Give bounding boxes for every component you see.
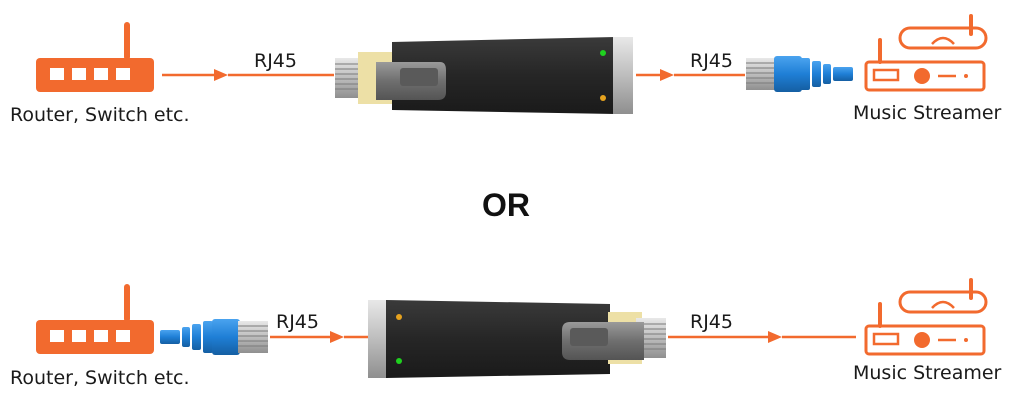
link-out-label-top: RJ45 xyxy=(690,50,733,72)
network-isolator-device xyxy=(335,37,633,114)
or-separator: OR xyxy=(482,187,530,223)
led-green xyxy=(396,358,402,364)
source-label-bottom: Router, Switch etc. xyxy=(10,367,190,389)
target-label-bottom: Music Streamer xyxy=(853,362,1002,384)
target-label-top: Music Streamer xyxy=(853,102,1002,124)
arrow-router-to-device xyxy=(270,331,368,343)
arrow-device-to-streamer xyxy=(636,69,745,81)
led-green xyxy=(600,50,606,56)
arrow-device-to-streamer xyxy=(668,331,856,343)
rj45-cable-icon xyxy=(160,319,268,355)
link-out-label-bottom: RJ45 xyxy=(690,311,733,333)
music-streamer-icon xyxy=(864,278,988,356)
led-amber xyxy=(600,95,606,101)
link-in-label-top: RJ45 xyxy=(254,50,297,72)
music-streamer-icon xyxy=(864,14,988,92)
router-icon xyxy=(36,284,154,354)
led-amber xyxy=(396,314,402,320)
source-label-top: Router, Switch etc. xyxy=(10,104,190,126)
network-isolator-device xyxy=(368,300,666,378)
link-in-label-bottom: RJ45 xyxy=(276,311,319,333)
rj45-cable-icon xyxy=(746,56,853,92)
router-icon xyxy=(36,22,154,92)
arrow-router-to-device xyxy=(162,69,334,81)
